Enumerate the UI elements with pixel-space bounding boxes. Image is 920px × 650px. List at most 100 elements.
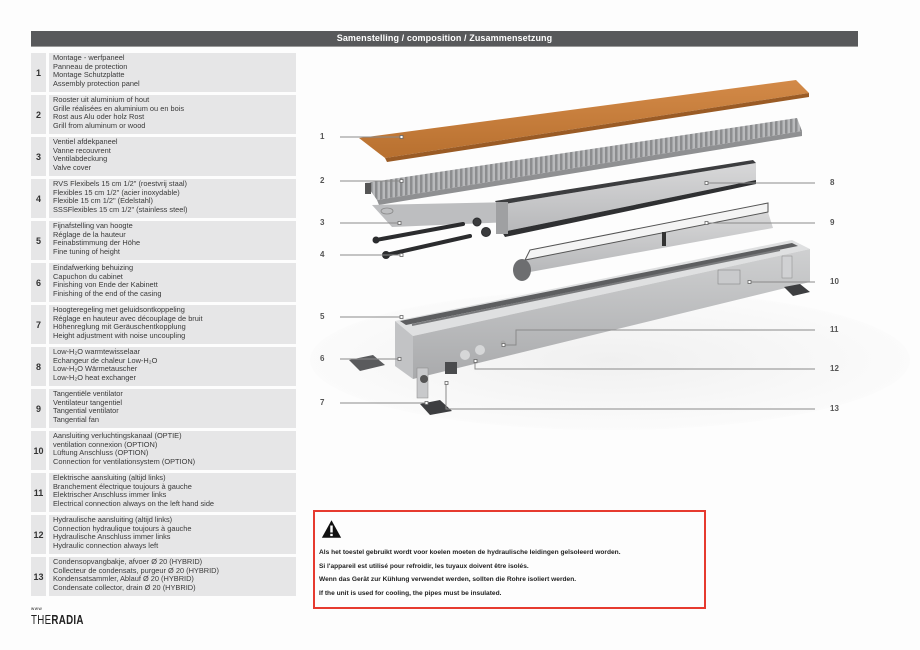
legend-line-en: Fine tuning of height (53, 246, 120, 256)
legend-description: Condensopvangbakje, afvoer Ø 20 (HYBRID)… (49, 557, 296, 596)
legend-line-nl: RVS Flexibels 15 cm 1/2" (roestvrij staa… (53, 179, 187, 188)
legend-number: 10 (31, 431, 46, 470)
legend-number: 7 (31, 305, 46, 344)
legend-item-13: 13 Condensopvangbakje, afvoer Ø 20 (HYBR… (31, 557, 296, 596)
legend-item-5: 5 Fijnafstelling van hoogte Réglage de l… (31, 221, 296, 260)
legend-line-en: SSSFlexibles 15 cm 1/2" (stainless steel… (53, 204, 188, 214)
legend-number: 4 (31, 179, 46, 218)
legend-item-7: 7 Hoogteregeling met geluidsontkoppeling… (31, 305, 296, 344)
legend-description: Hoogteregeling met geluidsontkoppeling R… (49, 305, 296, 344)
casing-side (413, 249, 810, 379)
legend-line-de: Ventilabdeckung (53, 154, 108, 164)
legend-item-1: 1 Montage - werfpaneel Panneau de protec… (31, 53, 296, 92)
legend-line-fr: Grille réalisées en aluminium ou en bois (53, 103, 185, 113)
legend-line-fr: Connection hydraulique toujours à gauche (53, 523, 192, 533)
legend-item-3: 3 Ventiel afdekpaneel Vanne recouvrent V… (31, 137, 296, 176)
callout-12: 12 (830, 364, 839, 373)
legend-description: Rooster uit aluminium of hout Grille réa… (49, 95, 296, 134)
flexible-hoses (372, 217, 491, 259)
legend-line-de: Montage Schutzplatte (53, 70, 125, 80)
legend-description: Low-H₂O warmtewisselaar Echangeur de cha… (49, 347, 296, 386)
legend-line-de: Finishing von Ende der Kabinett (53, 280, 158, 290)
legend-item-10: 10 Aansluiting verluchtingskanaal (OPTIE… (31, 431, 296, 470)
legend-description: Elektrische aansluiting (altijd links) B… (49, 473, 296, 512)
callout-6: 6 (320, 354, 325, 363)
legend-description: Aansluiting verluchtingskanaal (OPTIE) v… (49, 431, 296, 470)
legend-number: 9 (31, 389, 46, 428)
tangential-fan (525, 212, 773, 272)
legend-line-en: Hydraulic connection always left (53, 540, 159, 550)
legend-line-de: Feinabstimmung der Höhe (53, 238, 141, 248)
warning-triangle-icon (321, 520, 342, 538)
callout-9: 9 (830, 218, 835, 227)
legend-line-fr: Capuchon du cabinet (53, 271, 123, 281)
legend-line-nl: Eindafwerking behuizing (53, 263, 134, 272)
legend-line-fr: Collecteur de condensats, purgeur Ø 20 (… (53, 565, 219, 575)
legend-line-nl: Rooster uit aluminium of hout (53, 95, 150, 104)
cooling-warning-box: Als het toestel gebruikt wordt voor koel… (313, 510, 706, 609)
section-header-bar: Samenstelling / composition / Zusammense… (31, 31, 858, 47)
warning-line-en: If the unit is used for cooling, the pip… (319, 589, 502, 597)
logo-radia: RADIA (51, 612, 84, 627)
warning-line-de: Wenn das Gerät zur Kühlung verwendet wer… (319, 576, 577, 583)
legend-line-de: Tangential ventilator (53, 406, 119, 416)
legend-line-fr: Branchement électrique toujours à gauche (53, 481, 192, 491)
callout-5: 5 (320, 312, 325, 321)
legend-line-fr: Ventilateur tangentiel (53, 397, 123, 407)
grill (365, 118, 802, 200)
callout-4: 4 (320, 250, 325, 259)
legend-item-11: 11 Elektrische aansluiting (altijd links… (31, 473, 296, 512)
legend-line-fr: Vanne recouvrent (53, 145, 111, 155)
legend-line-nl: Fijnafstelling van hoogte (53, 221, 133, 230)
legend-description: RVS Flexibels 15 cm 1/2" (roestvrij staa… (49, 179, 296, 218)
callout-3: 3 (320, 218, 325, 227)
legend-line-nl: Elektrische aansluiting (altijd links) (53, 473, 166, 482)
legend-line-de: Low-H₂O Wärmetauscher (53, 364, 138, 374)
legend-line-en: Valve cover (53, 162, 92, 172)
legend-line-fr: Flexibles 15 cm 1/2" (acier inoxydable) (53, 187, 180, 197)
legend-line-en: Low-H₂O heat exchanger (53, 372, 136, 382)
legend-line-de: Hydraulische Anschluss immer links (53, 532, 171, 542)
legend-line-nl: Hoogteregeling met geluidsontkoppeling (53, 305, 185, 314)
warning-line-nl: Als het toestel gebruikt wordt voor koel… (319, 549, 621, 556)
callout-7: 7 (320, 398, 325, 407)
legend-line-nl: Montage - werfpaneel (53, 53, 125, 62)
legend-line-en: Height adjustment with noise uncoupling (53, 330, 186, 340)
legend-line-en: Grill from aluminum or wood (53, 120, 146, 130)
legend-line-fr: Echangeur de chaleur Low-H₂O (53, 355, 158, 365)
callout-2: 2 (320, 176, 325, 185)
legend-number: 11 (31, 473, 46, 512)
legend-line-en: Assembly protection panel (53, 78, 140, 88)
callout-10: 10 (830, 277, 839, 286)
legend-line-nl: Ventiel afdekpaneel (53, 137, 118, 146)
legend-number: 12 (31, 515, 46, 554)
brand-logo: www THERADIA (31, 606, 101, 629)
legend-number: 2 (31, 95, 46, 134)
heat-exchanger (498, 163, 756, 232)
parts-legend: 1 Montage - werfpaneel Panneau de protec… (31, 53, 296, 599)
callout-1: 1 (320, 132, 325, 141)
logo-www: www (31, 606, 43, 611)
warning-line-fr: Si l'appareil est utilisé pour refroidir… (319, 562, 529, 570)
section-title: Samenstelling / composition / Zusammense… (336, 33, 553, 43)
legend-item-4: 4 RVS Flexibels 15 cm 1/2" (roestvrij st… (31, 179, 296, 218)
legend-line-de: Lüftung Anschluss (OPTION) (53, 448, 149, 458)
legend-number: 8 (31, 347, 46, 386)
legend-description: Ventiel afdekpaneel Vanne recouvrent Ven… (49, 137, 296, 176)
legend-number: 5 (31, 221, 46, 260)
legend-description: Montage - werfpaneel Panneau de protecti… (49, 53, 296, 92)
callout-8: 8 (830, 178, 835, 187)
legend-line-de: Höhenreglung mit Geräuschentkopplung (53, 322, 186, 332)
legend-line-en: Finishing of the end of the casing (53, 288, 162, 298)
legend-item-8: 8 Low-H₂O warmtewisselaar Echangeur de c… (31, 347, 296, 386)
legend-line-nl: Tangentiële ventilator (53, 389, 123, 398)
legend-number: 1 (31, 53, 46, 92)
protection-panel (359, 80, 809, 158)
legend-line-nl: Hydraulische aansluiting (altijd links) (53, 515, 173, 524)
legend-line-de: Elektrischer Anschluss immer links (53, 490, 167, 500)
legend-line-nl: Condensopvangbakje, afvoer Ø 20 (HYBRID) (53, 557, 203, 566)
legend-line-de: Rost aus Alu oder holz Rost (53, 112, 145, 122)
legend-line-fr: Réglage de la hauteur (53, 229, 126, 239)
legend-item-2: 2 Rooster uit aluminium of hout Grille r… (31, 95, 296, 134)
